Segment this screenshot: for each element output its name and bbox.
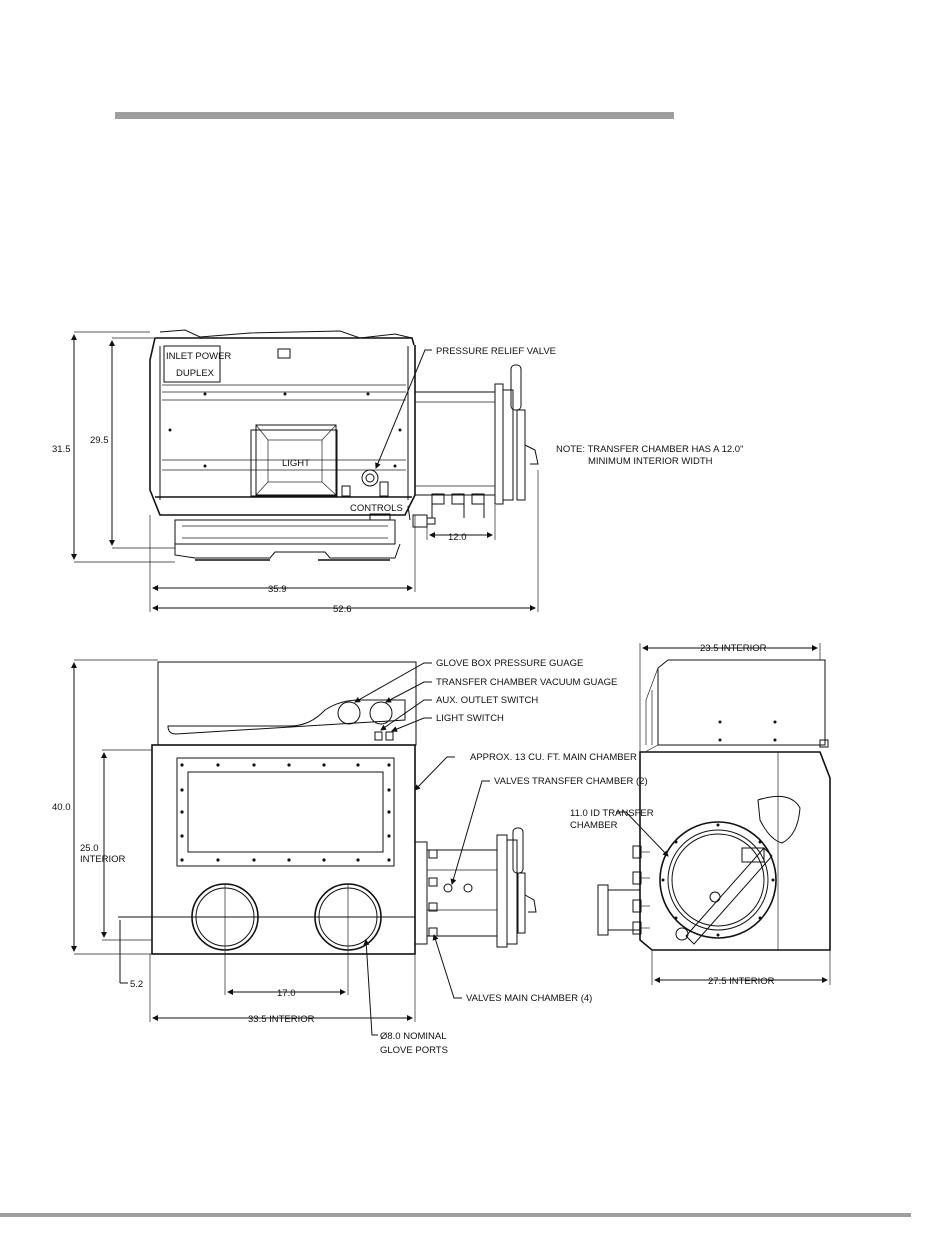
transfer-chamber-id-label-line2: CHAMBER — [570, 820, 618, 831]
inlet-power-label: INLET POWER — [166, 351, 231, 362]
port-height-dim: 5.2 — [130, 979, 143, 990]
pressure-relief-valve-label: PRESSURE RELIEF VALVE — [436, 346, 556, 357]
top-interior-dim: 23.5 INTERIOR — [700, 643, 767, 654]
light-switch-label: LIGHT SWITCH — [436, 713, 504, 724]
glove-ports-label-line2: GLOVE PORTS — [380, 1045, 448, 1056]
side-interior-width-dim: 33.5 INTERIOR — [248, 1014, 315, 1025]
window-bolts — [180, 763, 391, 862]
transfer-chamber-vacuum-gauge-label: TRANSFER CHAMBER VACUUM GUAGE — [436, 677, 617, 688]
body-width-dim: 35.9 — [268, 584, 287, 595]
bottom-interior-dim: 27.5 INTERIOR — [708, 976, 775, 987]
transfer-chamber-id-label-line1: 11.0 ID TRANSFER — [570, 808, 654, 819]
header-rule — [115, 112, 674, 119]
end-view — [597, 643, 831, 985]
overall-height-dim: 31.5 — [52, 444, 71, 455]
side-overall-height-dim: 40.0 — [52, 802, 71, 813]
aux-outlet-switch-label: AUX. OUTLET SWITCH — [436, 695, 538, 706]
valves-main-chamber-label: VALVES MAIN CHAMBER (4) — [466, 993, 592, 1004]
light-label: LIGHT — [282, 458, 310, 469]
glove-box-pressure-gauge-label: GLOVE BOX PRESSURE GUAGE — [436, 658, 583, 669]
main-chamber-label: APPROX. 13 CU. FT. MAIN CHAMBER — [470, 752, 637, 763]
port-spacing-dim: 17.0 — [277, 988, 296, 999]
glove-ports-label-line1: Ø8.0 NOMINAL — [380, 1031, 447, 1042]
valves-transfer-chamber-label: VALVES TRANSFER CHAMBER (2) — [494, 776, 648, 787]
overall-width-dim: 52.6 — [333, 604, 352, 615]
body-height-dim: 29.5 — [90, 435, 109, 446]
side-interior-height-label: INTERIOR — [80, 854, 126, 865]
front-view — [71, 329, 539, 612]
duplex-label: DUPLEX — [176, 368, 215, 379]
note-line-1: NOTE: TRANSFER CHAMBER HAS A 12.0" — [556, 444, 743, 455]
note-line-2: MINIMUM INTERIOR WIDTH — [588, 456, 713, 467]
footer-rule — [0, 1213, 911, 1217]
side-view — [71, 659, 537, 1036]
side-interior-height-dim: 25.0 — [80, 843, 99, 854]
transfer-offset-dim: 12.0 — [448, 532, 467, 543]
controls-label: CONTROLS — [350, 503, 403, 514]
